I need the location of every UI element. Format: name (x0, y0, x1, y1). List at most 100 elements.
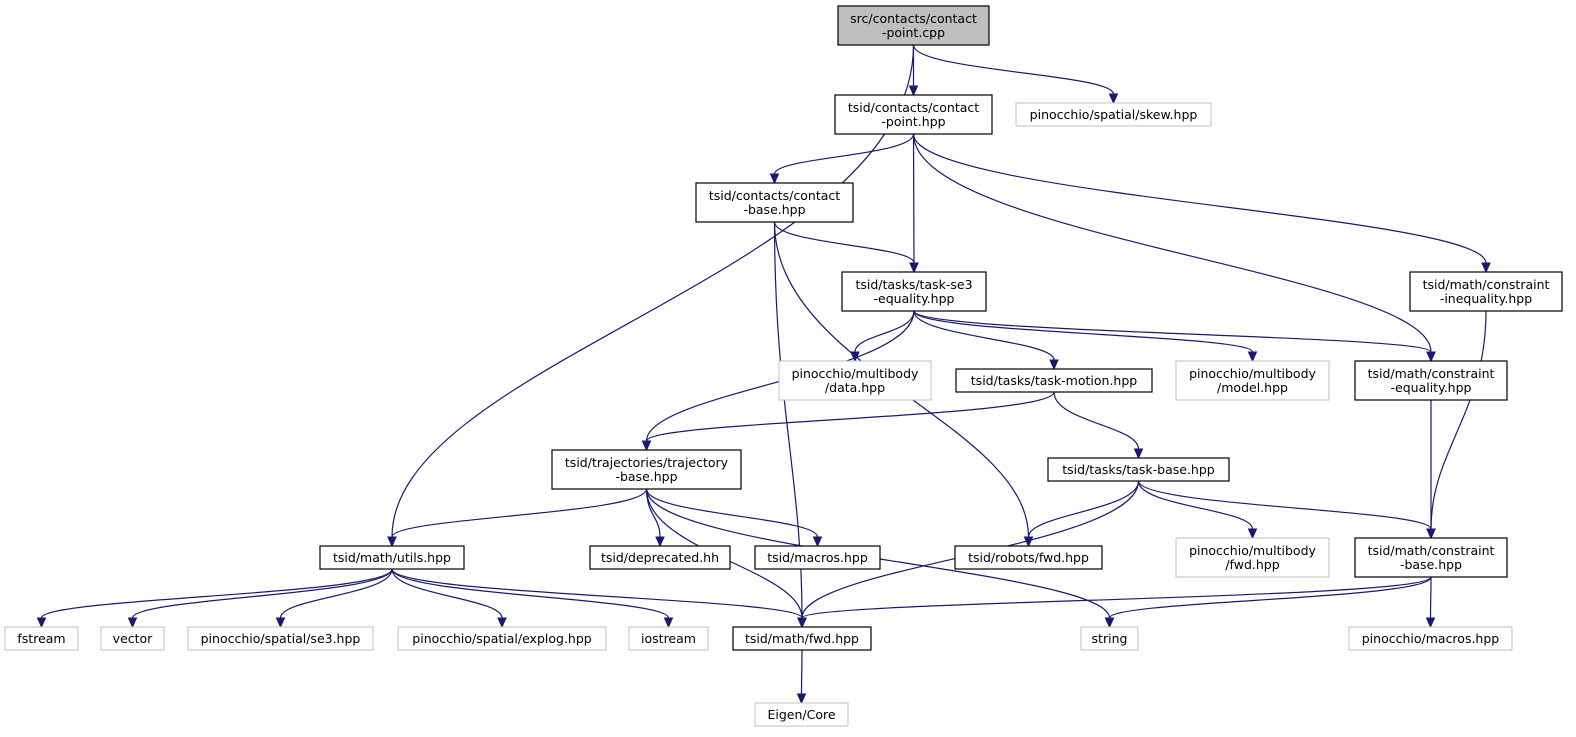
node-mbdata: pinocchio/multibody/data.hpp (778, 360, 932, 401)
node-box-tmotion (955, 368, 1153, 393)
node-cb_hpp[interactable]: tsid/contacts/contact-base.hpp (695, 182, 854, 223)
node-box-mbdata (778, 360, 932, 401)
node-cineq[interactable]: tsid/math/constraint-inequality.hpp (1409, 271, 1563, 312)
arrowhead-utils-to-vector (127, 617, 138, 629)
node-box-vector (100, 626, 165, 651)
node-box-root (837, 5, 990, 46)
edge-tmotion-to-taskbase (1053, 391, 1140, 450)
node-label-tmotion-0: tsid/tasks/task-motion.hpp (971, 373, 1137, 388)
node-box-iostream (628, 626, 709, 651)
node-label-skew-0: pinocchio/spatial/skew.hpp (1030, 107, 1198, 122)
arrowhead-trajbase-to-macros (812, 536, 823, 548)
edge-mathfwd-to-eigen (800, 649, 803, 695)
arrowhead-trajbase-to-deprecated (655, 536, 665, 548)
nodes-layer: src/contacts/contact-point.cpp tsid/conta… (4, 5, 1563, 727)
node-label-mathfwd-0: tsid/math/fwd.hpp (745, 631, 859, 646)
node-label-string-0: string (1092, 631, 1128, 646)
edge-utils-to-mathfwd (391, 568, 803, 619)
node-box-se3 (187, 626, 374, 651)
edge-root-to-utils (391, 44, 915, 538)
edge-root-to-skew (912, 44, 1115, 95)
arrowhead-se3eq-to-mbmodel (1247, 351, 1258, 363)
node-label-cp_hpp-0: tsid/contacts/contact (848, 100, 979, 115)
arrowhead-cp_hpp-to-cb_hpp (769, 173, 780, 185)
arrowhead-root-to-skew (1108, 93, 1119, 105)
node-label-fstream-0: fstream (17, 631, 65, 646)
arrowhead-utils-to-fstream (36, 617, 47, 629)
node-box-cb_hpp (695, 182, 854, 223)
edge-utils-to-se3 (279, 568, 393, 619)
node-label-explog-0: pinocchio/spatial/explog.hpp (412, 631, 591, 646)
edge-cbase-to-string (1108, 576, 1432, 619)
edge-cp_hpp-to-cineq (912, 133, 1487, 264)
node-box-skew (1015, 102, 1212, 127)
edge-se3eq-to-ceq (913, 310, 1432, 353)
node-root[interactable]: src/contacts/contact-point.cpp (837, 5, 990, 46)
arrowhead-cb_hpp-to-se3eq (909, 262, 919, 274)
node-label-trajbase-0: tsid/trajectories/trajectory (565, 455, 729, 470)
node-taskbase[interactable]: tsid/tasks/task-base.hpp (1047, 457, 1230, 482)
node-tmotion[interactable]: tsid/tasks/task-motion.hpp (955, 368, 1153, 393)
node-mbfwd: pinocchio/multibody/fwd.hpp (1175, 537, 1330, 578)
node-ceq[interactable]: tsid/math/constraint-equality.hpp (1354, 360, 1508, 401)
node-label-mbdata-1: /data.hpp (825, 380, 885, 395)
node-label-taskbase-0: tsid/tasks/task-base.hpp (1062, 462, 1215, 477)
node-box-cbase (1354, 537, 1508, 578)
node-label-cp_hpp-1: -point.hpp (881, 114, 945, 129)
node-se3eq[interactable]: tsid/tasks/task-se3-equality.hpp (841, 271, 987, 312)
node-skew: pinocchio/spatial/skew.hpp (1015, 102, 1212, 127)
node-box-trajbase (551, 449, 742, 490)
node-vector: vector (100, 626, 165, 651)
arrowhead-se3eq-to-ceq (1426, 351, 1436, 363)
edge-cp_hpp-to-ceq (912, 133, 1432, 353)
node-cbase[interactable]: tsid/math/constraint-base.hpp (1354, 537, 1508, 578)
node-robotsfwd[interactable]: tsid/robots/fwd.hpp (954, 545, 1103, 570)
node-deprecated[interactable]: tsid/deprecated.hh (589, 545, 731, 570)
node-mathfwd[interactable]: tsid/math/fwd.hpp (732, 626, 872, 651)
edge-taskbase-to-cbase (1137, 480, 1432, 530)
arrowhead-taskbase-to-cbase (1426, 528, 1436, 540)
arrowhead-trajbase-to-utils (387, 536, 397, 548)
arrowhead-cbase-to-pmacros (1425, 617, 1436, 629)
edge-trajbase-to-deprecated (645, 488, 661, 538)
node-macros[interactable]: tsid/macros.hpp (754, 545, 881, 570)
node-label-root-0: src/contacts/contact (850, 11, 977, 26)
node-box-fstream (4, 626, 79, 651)
node-box-cineq (1409, 271, 1563, 312)
edge-utils-to-fstream (40, 568, 393, 619)
node-cp_hpp[interactable]: tsid/contacts/contact-point.hpp (834, 94, 993, 135)
edge-taskbase-to-mbfwd (1137, 480, 1254, 530)
node-trajbase[interactable]: tsid/trajectories/trajectory-base.hpp (551, 449, 742, 490)
edge-cb_hpp-to-se3eq (773, 221, 915, 264)
node-label-cbase-1: -base.hpp (1400, 557, 1462, 572)
node-label-deprecated-0: tsid/deprecated.hh (601, 550, 719, 565)
node-box-explog (397, 626, 607, 651)
node-label-macros-0: tsid/macros.hpp (767, 550, 868, 565)
edge-cbase-to-pmacros (1429, 576, 1432, 619)
arrowhead-utils-to-explog (497, 617, 507, 629)
node-label-mbmodel-0: pinocchio/multibody (1189, 366, 1316, 381)
node-label-se3-0: pinocchio/spatial/se3.hpp (201, 631, 361, 646)
node-utils[interactable]: tsid/math/utils.hpp (319, 545, 465, 570)
node-box-taskbase (1047, 457, 1230, 482)
node-box-eigen (754, 702, 849, 727)
node-fstream: fstream (4, 626, 79, 651)
edge-cp_hpp-to-se3eq (912, 133, 915, 264)
edge-utils-to-iostream (391, 568, 670, 619)
edge-utils-to-explog (391, 568, 503, 619)
edge-trajbase-to-macros (645, 488, 819, 538)
arrowhead-mathfwd-to-eigen (796, 693, 807, 705)
edge-taskbase-to-robotsfwd (1027, 480, 1140, 538)
arrowhead-utils-to-se3 (275, 617, 286, 629)
node-iostream: iostream (628, 626, 709, 651)
edge-cbase-to-mathfwd (801, 576, 1432, 619)
node-box-mbfwd (1175, 537, 1330, 578)
node-label-root-1: -point.cpp (882, 25, 945, 40)
node-label-vector-0: vector (113, 631, 154, 646)
node-label-cb_hpp-1: -base.hpp (743, 202, 805, 217)
node-box-utils (319, 545, 465, 570)
node-label-utils-0: tsid/math/utils.hpp (333, 550, 451, 565)
arrowhead-utils-to-iostream (663, 617, 674, 629)
arrowhead-se3eq-to-tmotion (1049, 359, 1059, 371)
